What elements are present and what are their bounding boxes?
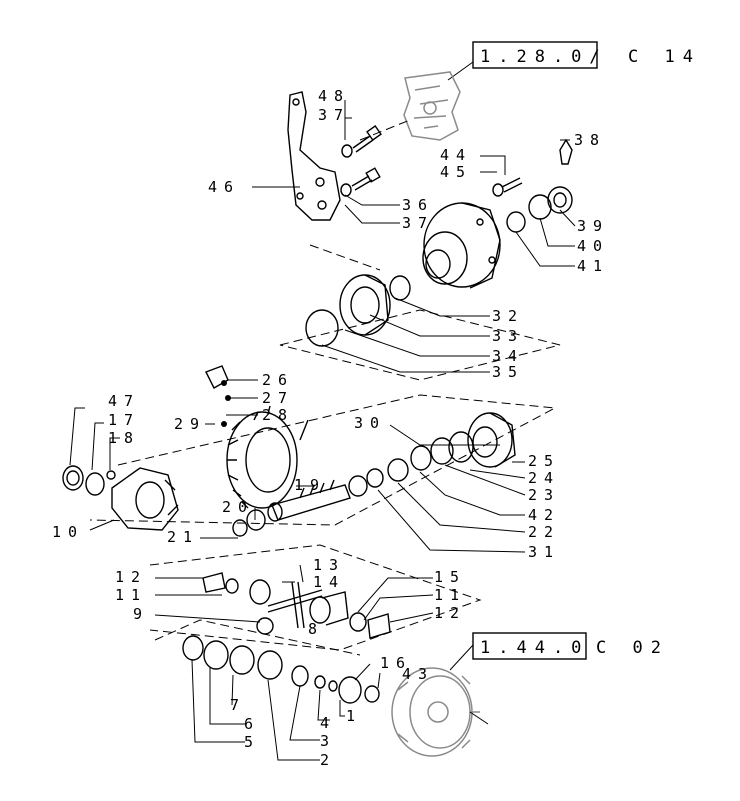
callout-21[interactable]: 21 xyxy=(167,528,199,546)
callout-11-left[interactable]: 11 xyxy=(115,586,147,604)
callout-17[interactable]: 17 xyxy=(108,411,140,429)
callout-37-upper[interactable]: 37 xyxy=(318,106,350,124)
callout-10[interactable]: 10 xyxy=(52,523,84,541)
callout-23[interactable]: 23 xyxy=(528,486,560,504)
spider-gears[interactable] xyxy=(202,572,391,639)
callout-24[interactable]: 24 xyxy=(528,469,560,487)
callout-12-left[interactable]: 12 xyxy=(115,568,147,586)
reference-top[interactable]: 1.28.0/ C 14 xyxy=(447,41,701,81)
callout-34[interactable]: 34 xyxy=(492,347,524,365)
callout-26[interactable]: 26 xyxy=(262,371,294,389)
reference-top-suffix: C 14 xyxy=(628,47,701,67)
callout-13[interactable]: 13 xyxy=(313,556,345,574)
leader-lines xyxy=(69,100,576,761)
callout-42[interactable]: 42 xyxy=(528,506,560,524)
reference-bottom-suffix: C 02 xyxy=(596,638,669,658)
callout-7[interactable]: 7 xyxy=(230,696,246,714)
callout-48[interactable]: 48 xyxy=(318,87,350,105)
bearing-housing[interactable] xyxy=(305,274,411,347)
reference-bottom-code: 1.44.0 xyxy=(480,638,589,658)
callout-8[interactable]: 8 xyxy=(308,620,324,638)
callout-40[interactable]: 40 xyxy=(577,237,609,255)
callout-5[interactable]: 5 xyxy=(244,733,260,751)
callout-25[interactable]: 25 xyxy=(528,452,560,470)
reference-bottom-box xyxy=(472,632,587,660)
callout-47[interactable]: 47 xyxy=(108,392,140,410)
callout-43[interactable]: 43 xyxy=(402,665,434,683)
callout-38[interactable]: 38 xyxy=(574,131,606,149)
callout-2[interactable]: 2 xyxy=(320,751,336,769)
callout-37-lower[interactable]: 37 xyxy=(402,214,434,232)
callout-11-right[interactable]: 11 xyxy=(434,586,466,604)
callout-labels: 48 37 46 44 45 38 36 37 39 40 41 32 33 3… xyxy=(52,87,609,769)
callout-32[interactable]: 32 xyxy=(492,307,524,325)
callout-35[interactable]: 35 xyxy=(492,363,524,381)
callout-9[interactable]: 9 xyxy=(133,605,149,623)
bolt-48[interactable] xyxy=(341,125,382,158)
cap-38-and-washers[interactable] xyxy=(492,138,573,233)
bearing-cups-left[interactable] xyxy=(62,465,116,496)
mounting-bracket[interactable] xyxy=(287,91,341,221)
differential-case[interactable] xyxy=(111,467,179,531)
callout-30[interactable]: 30 xyxy=(354,414,386,432)
callout-27[interactable]: 27 xyxy=(262,389,294,407)
callout-41[interactable]: 41 xyxy=(577,257,609,275)
callout-6[interactable]: 6 xyxy=(244,715,260,733)
callout-29[interactable]: 29 xyxy=(174,415,206,433)
reference-bottom[interactable]: 1.44.0 C 02 xyxy=(449,632,669,671)
crown-gear[interactable] xyxy=(226,405,298,509)
ghost-assembly-top xyxy=(403,71,461,141)
callout-4[interactable]: 4 xyxy=(320,714,336,732)
pinion-shaft[interactable] xyxy=(232,468,384,537)
callout-44[interactable]: 44 xyxy=(440,146,472,164)
callout-19[interactable]: 19 xyxy=(294,476,326,494)
callout-1[interactable]: 1 xyxy=(346,707,362,725)
bolt-36[interactable] xyxy=(340,167,381,197)
reference-top-code: 1.28.0/ xyxy=(480,47,608,67)
callout-18[interactable]: 18 xyxy=(108,429,140,447)
callout-22[interactable]: 22 xyxy=(528,523,560,541)
right-case-half[interactable] xyxy=(387,412,516,482)
callout-16[interactable]: 16 xyxy=(380,654,412,672)
callout-28[interactable]: 28 xyxy=(262,406,294,424)
callout-39[interactable]: 39 xyxy=(577,217,609,235)
callout-15[interactable]: 15 xyxy=(434,568,466,586)
callout-45[interactable]: 45 xyxy=(440,163,472,181)
callout-36[interactable]: 36 xyxy=(402,196,434,214)
callout-33[interactable]: 33 xyxy=(492,327,524,345)
ghost-assembly-bottom xyxy=(391,667,489,757)
drive-flange[interactable] xyxy=(422,202,501,289)
callout-46[interactable]: 46 xyxy=(208,178,240,196)
callout-12-right[interactable]: 12 xyxy=(434,604,466,622)
callout-20[interactable]: 20 xyxy=(222,498,254,516)
reference-top-box xyxy=(472,41,598,69)
callout-31[interactable]: 31 xyxy=(528,543,560,561)
callout-3[interactable]: 3 xyxy=(320,732,336,750)
callout-14[interactable]: 14 xyxy=(313,573,345,591)
